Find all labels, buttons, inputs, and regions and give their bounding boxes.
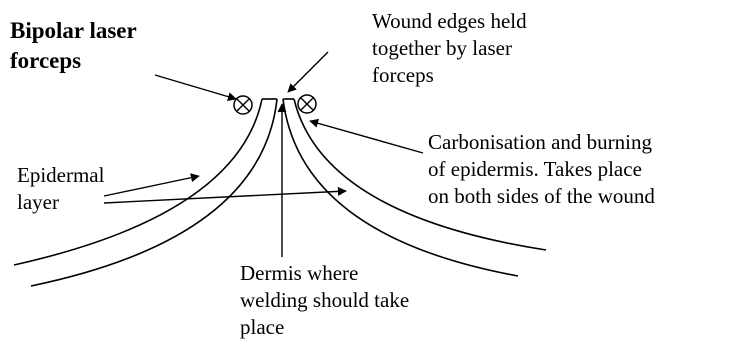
label-epidermal-layer: Epidermal layer [17,162,104,216]
arrow-carbonisation [310,121,423,153]
label-dermis-welding: Dermis where welding should take place [240,260,409,341]
arrow-bipolar-forceps [155,75,236,99]
arrow-wound-edges [288,52,328,92]
right-forceps-tip-symbol [298,95,316,113]
label-wound-edges: Wound edges held together by laser force… [372,8,527,89]
label-bipolar-laser-forceps: Bipolar laser forceps [10,16,137,76]
left-forceps-tip-symbol [234,96,252,114]
label-carbonisation: Carbonisation and burning of epidermis. … [428,129,655,210]
arrow-epidermal-left [104,176,199,196]
